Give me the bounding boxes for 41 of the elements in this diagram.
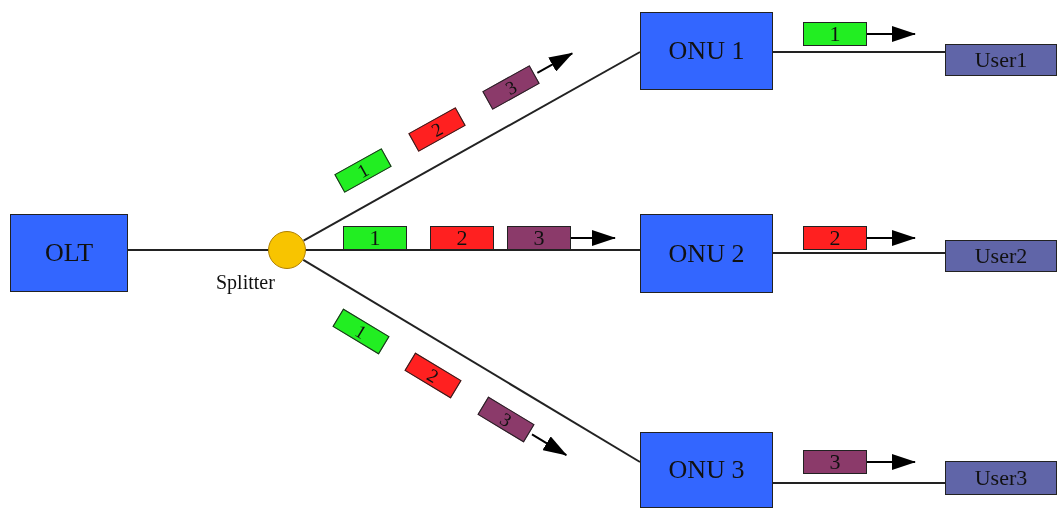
user-box [945,461,1057,495]
onu-box [640,432,773,508]
box-label: 2 [829,225,841,251]
user-box [945,240,1057,272]
connector-line [302,258,641,463]
connector-line [772,482,946,484]
box-label: User1 [974,47,1028,73]
box-label: 3 [496,407,516,431]
data-packet [803,226,867,250]
box-label: 3 [533,225,545,251]
box-label: 2 [456,225,468,251]
connector-line [302,51,641,242]
box-label: ONU 2 [668,238,745,269]
box-label: OLT [44,238,94,268]
data-packet [343,226,407,250]
data-packet [430,226,494,250]
user-box [945,44,1057,76]
connector-line [305,249,641,251]
box-label: 1 [350,319,371,344]
box-label: User2 [974,243,1028,269]
box-label: 1 [829,21,841,47]
connector-line [127,249,269,251]
box-label: ONU 3 [668,455,745,485]
box-label: User3 [974,465,1028,491]
box-label: 1 [369,225,381,251]
box-label: 2 [423,363,444,388]
box-label: 3 [829,449,841,475]
data-packet [803,22,867,46]
onu-box [640,12,773,90]
olt-box [10,214,128,292]
box-label: 2 [427,117,447,142]
box-label: ONU 1 [668,36,745,66]
data-packet [507,226,571,250]
box-label: 3 [501,75,521,100]
box-label: 1 [353,158,373,183]
data-packet [803,450,867,474]
onu-box [640,214,773,293]
connector-line [772,51,946,53]
splitter-circle [268,231,306,269]
connector-line [772,252,946,254]
node-caption: Splitter [216,271,275,294]
